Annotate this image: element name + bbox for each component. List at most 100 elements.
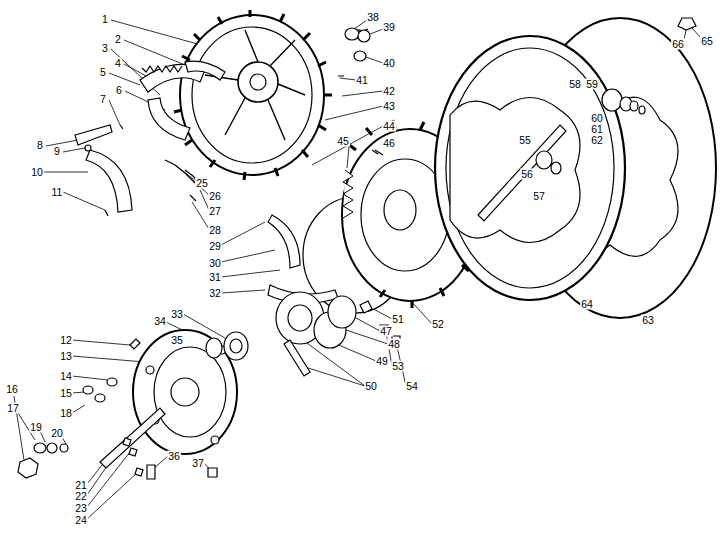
callout-number: 7 [99,94,107,105]
callout-number: 4 [114,58,122,69]
callout-number: 40 [382,58,396,69]
callout-number: 37 [191,458,205,469]
callout-number: 49 [375,356,389,367]
callout-number: 29 [208,241,222,252]
brake-shoe [85,145,91,151]
callout-number: 39 [382,22,396,33]
brake-drum [250,74,266,90]
wheel-hub [230,339,242,353]
callout-number: 10 [30,167,44,178]
callout-number: 14 [59,371,73,382]
brake-shoe [105,125,123,216]
callout-number: 3 [101,43,109,54]
wheel-hub [18,458,38,478]
wheel-hub [100,408,165,468]
callout-number: 35 [170,335,184,346]
callout-number: 36 [167,451,181,462]
wheel-hub [147,465,217,479]
wheel-rim [446,48,614,288]
wheel-rim [435,36,625,300]
callout-number: 63 [641,315,655,326]
callout-number: 32 [208,288,222,299]
callout-number: 61 [590,124,604,135]
callout-number: 33 [170,309,184,320]
callout-number: 51 [391,314,405,325]
brake-shoe [75,125,112,145]
callout-number: 52 [431,319,445,330]
callout-number: 43 [382,101,396,112]
brake-drum [268,215,300,268]
wheel-hub [47,443,57,453]
brake-shoe [185,61,225,80]
wheel-hub [171,378,199,406]
wheel-hub [34,443,46,453]
wheel-hub [146,366,154,374]
wheel-rim [630,101,638,111]
callout-number: 60 [590,113,604,124]
callout-number: 13 [59,351,73,362]
brake-shoe [75,61,225,216]
callout-number: 12 [59,335,73,346]
callout-number: 11 [51,187,64,198]
callout-number: 23 [74,503,88,514]
callout-number: 28 [208,225,222,236]
callout-number: 2 [114,34,122,45]
callout-number: 66 [671,39,685,50]
callout-number: 41 [355,75,369,86]
wheel-hub [133,330,237,454]
brake-drum [205,30,305,140]
callout-number: 50 [364,381,378,392]
brake-drum [358,30,370,42]
callout-number: 16 [5,384,19,395]
callout-number: 34 [153,316,167,327]
callout-number: 58 [568,79,582,90]
brake-drum [238,62,278,102]
wheel-rim [536,151,552,169]
callout-number: 27 [208,206,222,217]
brake-drum [350,30,378,154]
callout-number: 42 [382,86,396,97]
wheel-hub [154,347,226,437]
wheel-hub [18,330,248,479]
brake-drum [328,296,356,328]
wheel-hub [107,378,117,386]
callout-number: 54 [405,381,419,392]
callout-number: 38 [366,12,380,23]
wheel-hub [95,394,105,402]
wheel-hub [211,436,219,444]
callout-number: 48 [387,339,401,350]
callout-number: 44 [382,121,396,132]
wheel-hub [224,332,248,360]
wheel-hub [83,386,93,394]
callout-number: 20 [50,428,64,439]
callout-number: 65 [700,36,714,47]
callout-number: 30 [208,258,222,269]
wheel-rim [450,98,580,243]
brake-drum [284,340,310,376]
callout-number: 62 [590,135,604,146]
leader-lines [14,340,145,519]
callout-number: 17 [6,403,20,414]
callout-number: 31 [208,272,222,283]
callout-number: 5 [99,67,107,78]
brake-drum [345,28,359,40]
brake-drum [174,10,332,180]
callout-number: 18 [59,408,73,419]
wheel-rim [639,106,645,114]
brake-drum [288,305,312,331]
wheel-rim [551,162,561,174]
callout-number: 59 [585,79,599,90]
callout-number: 26 [208,191,222,202]
callout-number: 9 [53,146,61,157]
brake-drum [174,10,332,180]
callout-number: 53 [391,361,405,372]
wheel-hub [206,338,222,358]
callout-number: 47 [379,326,393,337]
callout-number: 45 [336,136,350,147]
callout-number: 1 [101,14,109,25]
brake-drum [192,27,312,163]
brake-drum [354,51,366,61]
callout-number: 55 [518,135,532,146]
brake-shoe [148,98,190,140]
